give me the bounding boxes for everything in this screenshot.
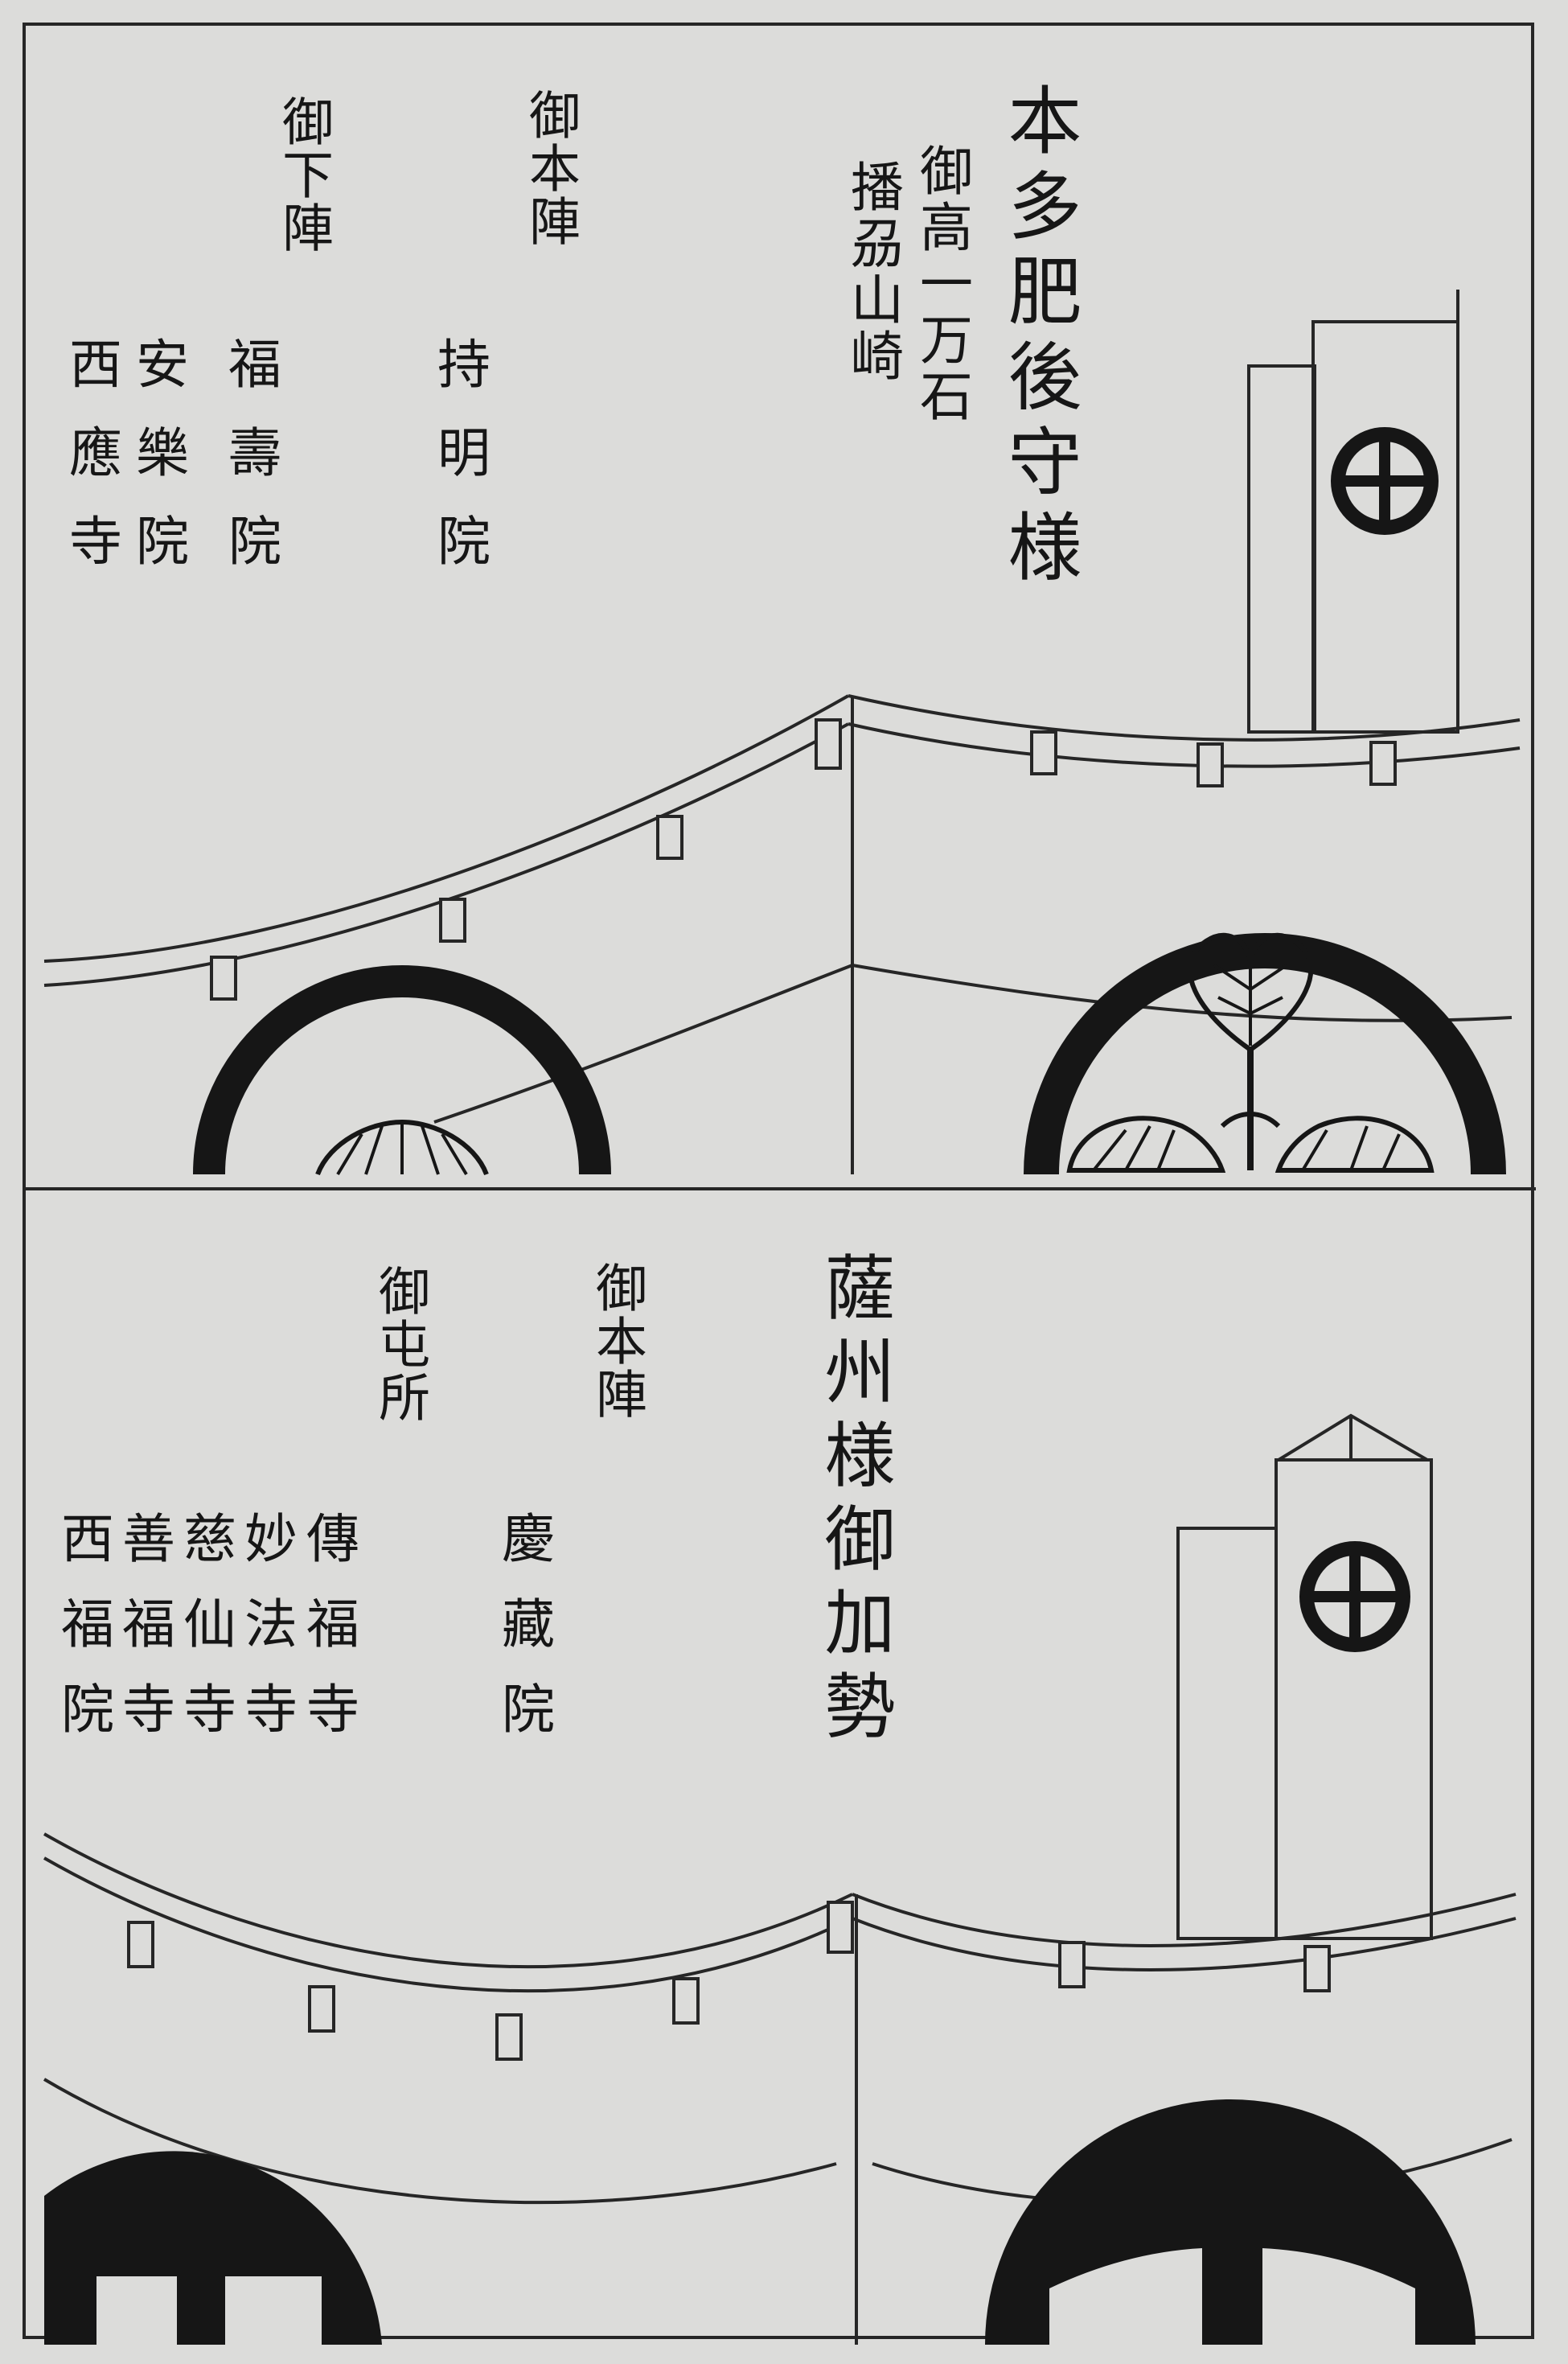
ring xyxy=(1369,741,1397,786)
ring xyxy=(210,956,237,1001)
panel-2-tonsho-heading: 御屯所 xyxy=(370,1264,429,1424)
ring xyxy=(1030,730,1057,775)
rope-left-top xyxy=(43,694,849,963)
panel-2-tonsho-temple: 傳福寺 xyxy=(298,1511,359,1766)
ring xyxy=(439,898,466,943)
hollyhock-leaf-crest-icon xyxy=(1024,932,1506,1175)
panel-2-title: 薩州様御加勢 xyxy=(813,1251,896,1753)
ring xyxy=(815,718,842,770)
banner-front xyxy=(1275,1458,1433,1940)
panel-1-stipend: 御高一万石 xyxy=(911,143,973,425)
panel-1-shimojin-temple: 安樂院 xyxy=(127,336,189,602)
banner-back xyxy=(1176,1527,1278,1940)
rope-right-bottom xyxy=(848,722,1521,768)
hollyhock-leaf-crest-icon xyxy=(193,965,611,1176)
panel-2-honjin-heading: 御本陣 xyxy=(587,1261,646,1420)
panel-2-tonsho-temple: 善福寺 xyxy=(113,1511,175,1766)
panel-1-honjin-heading: 御本陣 xyxy=(520,88,580,248)
panel-1-shimojin-temple: 西應寺 xyxy=(60,336,122,602)
panel-2-honjin-temple: 慶藏院 xyxy=(493,1511,555,1766)
ring xyxy=(308,1985,335,2033)
rope-left-bottom xyxy=(43,1856,853,1992)
rope-left-bottom xyxy=(43,722,849,987)
panel-1-honjin-temple: 持明院 xyxy=(429,336,491,602)
rope-right-bottom xyxy=(852,1917,1517,1971)
curtain-fold-left xyxy=(43,2078,837,2205)
ring xyxy=(495,2013,523,2061)
ring xyxy=(1303,1945,1331,1992)
panel-2-tonsho-temple: 妙法寺 xyxy=(236,1511,298,1766)
circle-cross-crest-icon xyxy=(1331,427,1439,535)
panel-2-banners xyxy=(1176,1413,1433,1940)
panel-1-shimojin-heading: 御下陣 xyxy=(273,95,333,254)
panel-2-tonsho-temple: 慈仙寺 xyxy=(174,1511,236,1766)
maru-ni-ichi-crest-icon xyxy=(985,2099,1476,2345)
panel-1-domain: 播刕山崎 xyxy=(842,159,904,384)
page-frame xyxy=(23,23,1534,2339)
panel-1-curtain xyxy=(43,694,1521,1174)
banner-front xyxy=(1311,320,1459,734)
ring xyxy=(1058,1941,1086,1988)
panel-1-shimojin-temple: 福壽院 xyxy=(220,336,281,602)
ring xyxy=(127,1921,154,1968)
banner-back xyxy=(1247,364,1316,734)
ring xyxy=(656,815,683,860)
circle-cross-crest-icon xyxy=(1299,1541,1410,1652)
ring xyxy=(1197,742,1224,787)
banner-peak xyxy=(1277,1413,1429,1462)
curtain-fold-left xyxy=(433,964,853,1124)
panel-1-banners xyxy=(1247,290,1459,734)
ring xyxy=(672,1977,700,2025)
maru-ni-ichi-crest-icon xyxy=(44,2151,382,2345)
rope-right-top xyxy=(848,694,1521,742)
rope-right-top xyxy=(852,1893,1517,1947)
rope-left-top xyxy=(43,1832,853,1968)
panel-2-tonsho-temple: 西福院 xyxy=(52,1511,114,1766)
panel-1-title: 本多肥後守様 xyxy=(995,82,1082,594)
ring xyxy=(827,1901,854,1954)
